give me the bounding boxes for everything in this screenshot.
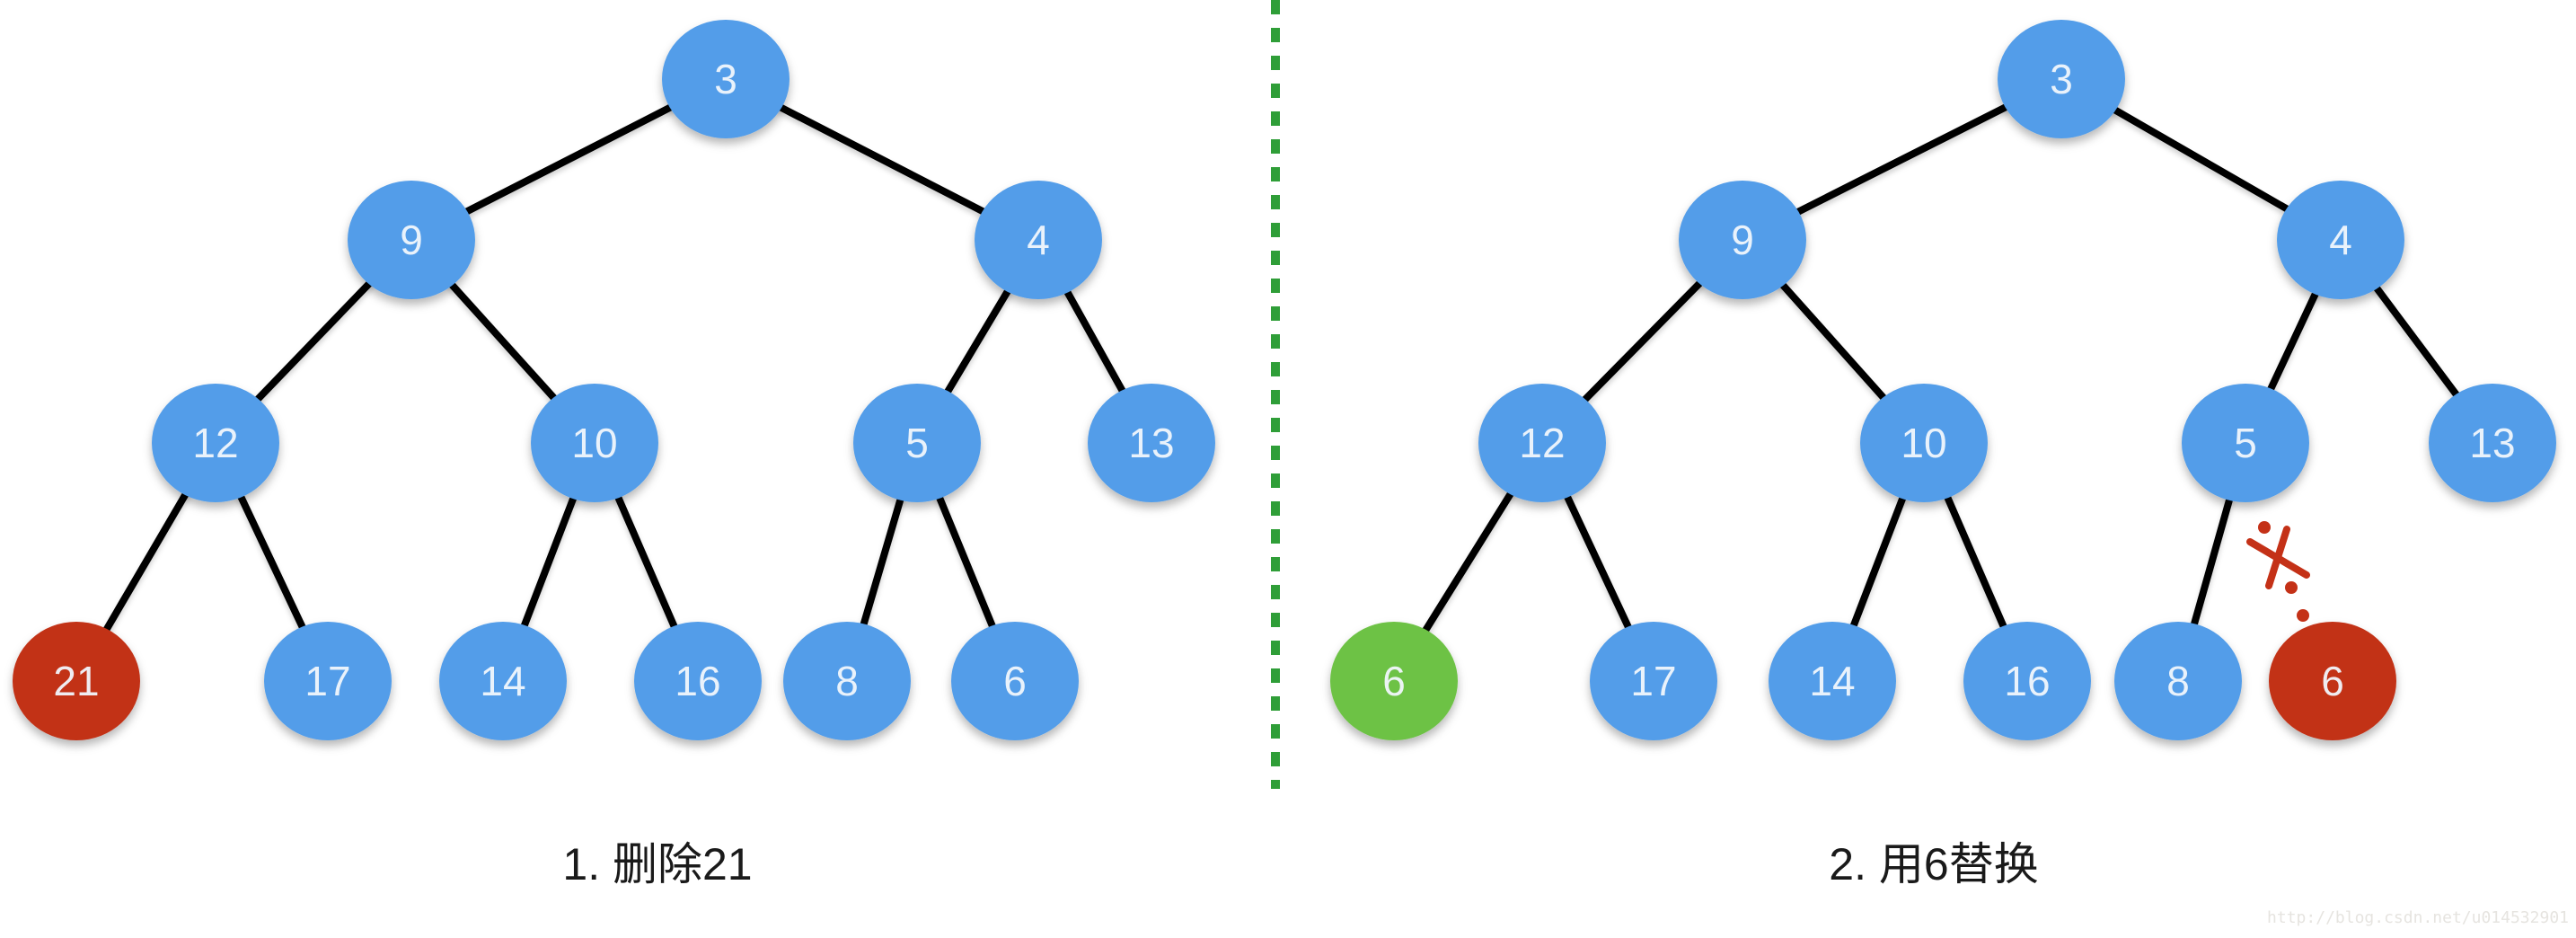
node-value-6r: 6 bbox=[2321, 658, 2344, 704]
node-step-2-9: 9 bbox=[1679, 181, 1806, 299]
node-circle-8 bbox=[2114, 622, 2242, 740]
node-circle-3 bbox=[1998, 20, 2125, 138]
node-step-1-14: 14 bbox=[439, 622, 567, 740]
node-value-14: 14 bbox=[480, 658, 525, 704]
node-step-2-16: 16 bbox=[1963, 622, 2091, 740]
node-value-10: 10 bbox=[571, 420, 617, 466]
node-step-1-16: 16 bbox=[634, 622, 762, 740]
node-circle-12 bbox=[1478, 384, 1606, 502]
node-circle-3 bbox=[662, 20, 790, 138]
node-value-4: 4 bbox=[2329, 217, 2352, 263]
node-circle-17 bbox=[264, 622, 392, 740]
node-circle-13 bbox=[1088, 384, 1215, 502]
node-circle-10 bbox=[531, 384, 658, 502]
node-value-13: 13 bbox=[1128, 420, 1174, 466]
red-dotted-edge-dot-1 bbox=[2258, 521, 2271, 534]
node-step-1-5: 5 bbox=[853, 384, 981, 502]
node-step-1-8: 8 bbox=[783, 622, 911, 740]
node-step-2-3: 3 bbox=[1998, 20, 2125, 138]
node-step-2-10: 10 bbox=[1860, 384, 1988, 502]
node-step-2-6r: 6 bbox=[2269, 622, 2396, 740]
caption-step-2: 2. 用6替换 bbox=[1829, 839, 2038, 889]
node-step-1-6: 6 bbox=[951, 622, 1079, 740]
node-step-1-10: 10 bbox=[531, 384, 658, 502]
node-step-2-12: 12 bbox=[1478, 384, 1606, 502]
node-step-1-4: 4 bbox=[975, 181, 1102, 299]
node-value-10: 10 bbox=[1901, 420, 1946, 466]
caption-step-1: 1. 删除21 bbox=[562, 839, 752, 889]
node-circle-6g bbox=[1330, 622, 1458, 740]
node-value-8: 8 bbox=[835, 658, 859, 704]
node-circle-13 bbox=[2429, 384, 2556, 502]
node-circle-4 bbox=[2277, 181, 2404, 299]
node-value-8: 8 bbox=[2166, 658, 2190, 704]
node-step-2-13: 13 bbox=[2429, 384, 2556, 502]
node-value-3: 3 bbox=[2050, 56, 2073, 102]
node-circle-16 bbox=[1963, 622, 2091, 740]
node-value-12: 12 bbox=[192, 420, 238, 466]
red-dotted-edge-dot-2 bbox=[2285, 581, 2298, 594]
node-value-21: 21 bbox=[53, 658, 99, 704]
node-circle-16 bbox=[634, 622, 762, 740]
red-dotted-edge-dot-3 bbox=[2297, 609, 2309, 622]
node-step-1-9: 9 bbox=[348, 181, 475, 299]
node-step-2-5: 5 bbox=[2182, 384, 2309, 502]
node-value-5: 5 bbox=[2234, 420, 2257, 466]
node-step-1-12: 12 bbox=[152, 384, 279, 502]
node-value-9: 9 bbox=[400, 217, 423, 263]
node-circle-10 bbox=[1860, 384, 1988, 502]
node-circle-5 bbox=[2182, 384, 2309, 502]
node-circle-17 bbox=[1590, 622, 1717, 740]
node-circle-9 bbox=[348, 181, 475, 299]
node-value-17: 17 bbox=[304, 658, 350, 704]
node-circle-5 bbox=[853, 384, 981, 502]
node-circle-4 bbox=[975, 181, 1102, 299]
tree-step-2: 3 9 4 12 10 5 13 6 17 14 16 8 6 bbox=[1330, 20, 2556, 740]
node-circle-14 bbox=[1769, 622, 1896, 740]
node-value-6g: 6 bbox=[1382, 658, 1406, 704]
node-step-1-21: 21 bbox=[13, 622, 140, 740]
node-step-2-14: 14 bbox=[1769, 622, 1896, 740]
node-value-16: 16 bbox=[2004, 658, 2050, 704]
node-value-9: 9 bbox=[1731, 217, 1754, 263]
crossed-edge-annotation bbox=[2246, 521, 2310, 622]
node-circle-21 bbox=[13, 622, 140, 740]
node-value-14: 14 bbox=[1809, 658, 1855, 704]
node-circle-12 bbox=[152, 384, 279, 502]
node-value-6: 6 bbox=[1003, 658, 1027, 704]
node-step-2-17: 17 bbox=[1590, 622, 1717, 740]
node-step-1-13: 13 bbox=[1088, 384, 1215, 502]
node-value-3: 3 bbox=[714, 56, 737, 102]
node-value-13: 13 bbox=[2469, 420, 2515, 466]
watermark-url: http://blog.csdn.net/u014532901 bbox=[2267, 908, 2569, 927]
tree-step-1: 3 9 4 12 10 5 13 21 17 14 16 8 6 bbox=[13, 20, 1215, 740]
node-circle-6r bbox=[2269, 622, 2396, 740]
node-step-1-17: 17 bbox=[264, 622, 392, 740]
node-value-17: 17 bbox=[1630, 658, 1676, 704]
node-circle-8 bbox=[783, 622, 911, 740]
node-value-4: 4 bbox=[1027, 217, 1050, 263]
node-circle-14 bbox=[439, 622, 567, 740]
node-value-5: 5 bbox=[905, 420, 929, 466]
node-step-2-8: 8 bbox=[2114, 622, 2242, 740]
node-step-1-3: 3 bbox=[662, 20, 790, 138]
trees-layer: 3 9 4 12 10 5 13 21 17 14 16 8 6 3 9 4 12 10 5 13 6 17 14 16 8 6 bbox=[13, 20, 2556, 740]
red-x-stroke-2 bbox=[2246, 538, 2310, 579]
node-value-12: 12 bbox=[1519, 420, 1565, 466]
node-step-2-6g: 6 bbox=[1330, 622, 1458, 740]
node-step-2-4: 4 bbox=[2277, 181, 2404, 299]
node-circle-6 bbox=[951, 622, 1079, 740]
node-circle-9 bbox=[1679, 181, 1806, 299]
node-value-16: 16 bbox=[675, 658, 720, 704]
